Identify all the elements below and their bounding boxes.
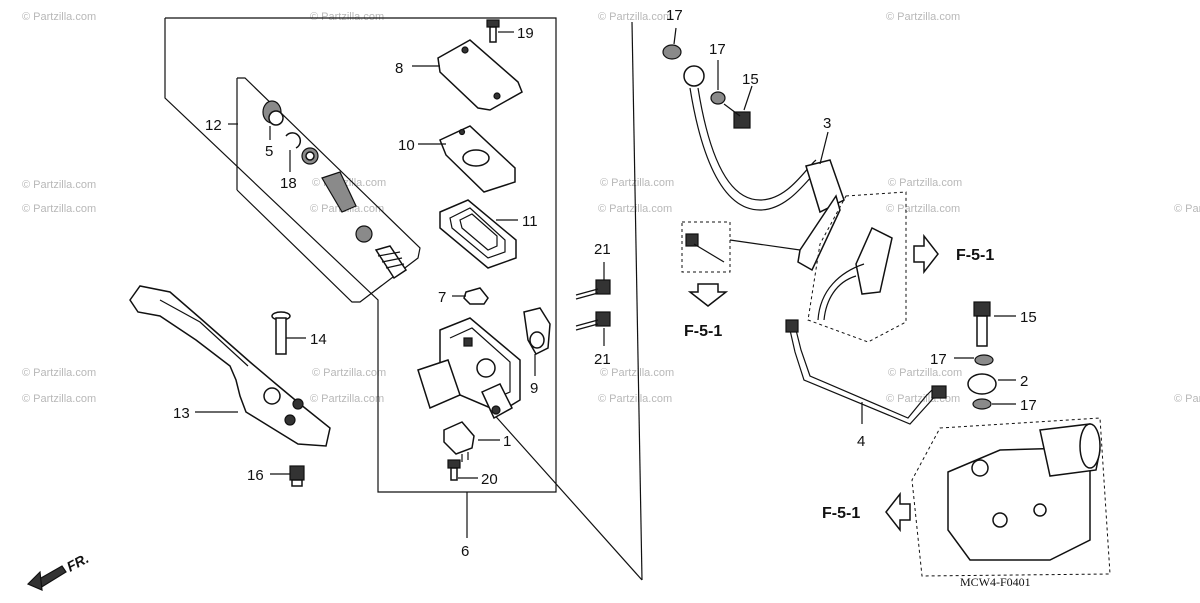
watermark-text: © Partzilla.com [888,367,962,379]
front-direction-arrow [26,565,67,591]
watermark-text: © Partzilla.com [22,393,96,405]
front-marker-label: FR. [64,550,91,575]
reference-label[interactable]: F-5-1 [822,505,860,522]
watermark-text: © Partzilla.com [312,367,386,379]
watermark-text: © Partzilla.com [600,177,674,189]
brake-switch-part [443,421,475,462]
callout-10[interactable]: 10 [398,137,415,154]
callout-15[interactable]: 15 [1020,309,1037,326]
brake-hose-part [662,44,845,272]
callout-19[interactable]: 19 [517,25,534,42]
callout-11[interactable]: 11 [522,213,538,230]
callout-1[interactable]: 1 [503,433,511,450]
watermark-text: © Partzilla.com [600,367,674,379]
watermark-text: © Partzilla.com [888,177,962,189]
callout-21[interactable]: 21 [594,351,611,368]
watermark-layer: © Partzilla.com © Partzilla.com © Partzi… [22,11,1200,405]
reference-arrow-right [913,233,939,275]
watermark-text: © Partzilla.com [22,11,96,23]
callout-7[interactable]: 7 [438,289,446,306]
section-divider [631,21,643,581]
abs-modulator-inset [911,417,1111,577]
callout-21[interactable]: 21 [594,241,611,258]
callout-17[interactable]: 17 [930,351,947,368]
callout-17[interactable]: 17 [666,7,683,24]
pivot-nut-part [289,465,305,487]
callout-8[interactable]: 8 [395,60,403,77]
screw-part [486,19,500,43]
watermark-text: © Partzilla.com [886,203,960,215]
watermark-text: © Partzilla.com [1174,393,1200,405]
reference-labels: F-5-1 F-5-1 F-5-1 [684,247,994,522]
callout-2[interactable]: 2 [1020,373,1028,390]
callout-6[interactable]: 6 [461,543,469,560]
reservoir-cap-part [437,39,523,111]
callout-16[interactable]: 16 [247,467,264,484]
banjo-bolt-part [967,301,997,410]
reference-label[interactable]: F-5-1 [684,323,722,340]
diaphragm-plate-part [439,125,516,193]
callout-20[interactable]: 20 [481,471,498,488]
piston-kit-parts [262,100,408,280]
screw-part [447,459,461,481]
callout-14[interactable]: 14 [310,331,327,348]
watermark-text: © Partzilla.com [22,367,96,379]
master-cylinder-body-part [417,317,521,420]
watermark-text: © Partzilla.com [886,11,960,23]
piston-kit-frame [236,77,421,303]
callout-3[interactable]: 3 [823,115,831,132]
callout-9[interactable]: 9 [530,380,538,397]
watermark-text: © Partzilla.com [598,11,672,23]
holder-bolt-part [575,279,611,331]
callout-17[interactable]: 17 [709,41,726,58]
callout-4[interactable]: 4 [857,433,865,450]
callout-13[interactable]: 13 [173,405,190,422]
leader-lines [195,27,1016,479]
dashed-inset-bolt [681,221,731,273]
section-divider [489,409,643,581]
watermark-text: © Partzilla.com [22,203,96,215]
diaphragm-part [439,199,517,269]
dashed-inset-caliper [807,191,907,343]
callout-17[interactable]: 17 [1020,397,1037,414]
reference-arrow-left [885,491,911,533]
callout-5[interactable]: 5 [265,143,273,160]
reference-label[interactable]: F-5-1 [956,247,994,264]
callout-18[interactable]: 18 [280,175,297,192]
watermark-text: © Partzilla.com [1174,203,1200,215]
clip-part [463,287,551,355]
master-cylinder-group-frame [164,17,557,538]
pivot-bolt-part [271,311,291,355]
callout-15[interactable]: 15 [742,71,759,88]
reference-arrow-down [687,283,729,307]
brake-lever-part [129,285,331,447]
callout-labels: 8 10 11 7 9 1 20 19 21 21 12 5 18 13 14 … [173,7,1037,560]
watermark-text: © Partzilla.com [310,393,384,405]
watermark-text: © Partzilla.com [310,11,384,23]
callout-12[interactable]: 12 [205,117,222,134]
watermark-text: © Partzilla.com [22,179,96,191]
watermark-text: © Partzilla.com [598,393,672,405]
brake-pipe-part [785,319,947,425]
diagram-code: MCW4-F0401 [960,575,1031,589]
